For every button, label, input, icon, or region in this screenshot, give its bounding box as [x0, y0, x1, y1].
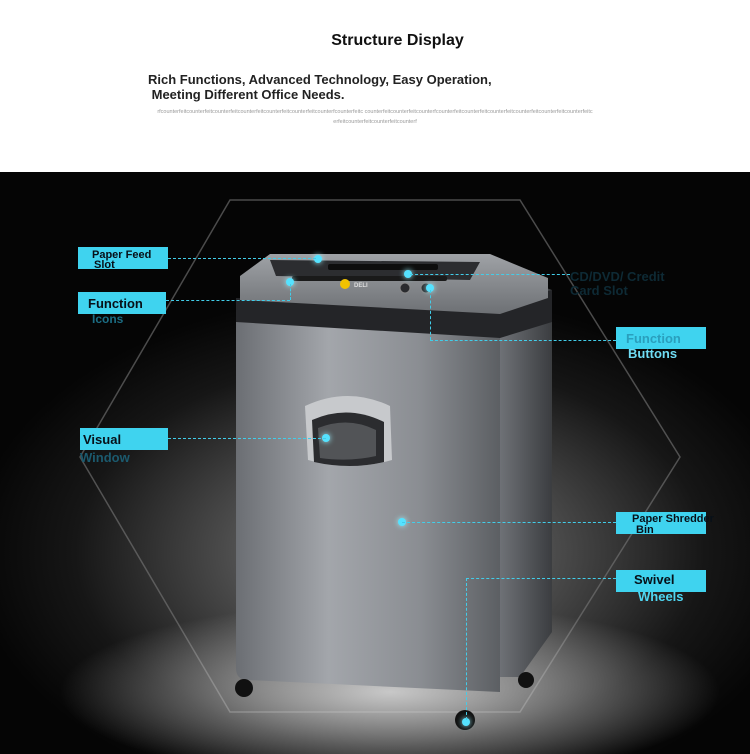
label-bin-line2: Bin [636, 524, 654, 536]
brand-logo: DELI [354, 283, 368, 289]
tagline: Rich Functions, Advanced Technology, Eas… [148, 72, 492, 102]
label-function-buttons-line1: Function [626, 331, 681, 346]
label-function-icons: Function [78, 292, 166, 314]
label-paper-shredder-bin: Paper Shredder Bin [616, 512, 714, 536]
label-function-icons-line2: Icons [92, 312, 124, 326]
header-section: Structure Display Rich Functions, Advanc… [0, 0, 750, 172]
leader-bin [402, 522, 616, 523]
background-hexagon: DELI [60, 199, 720, 754]
shredder-body [236, 320, 500, 692]
label-visual-window-line2: Window [80, 450, 130, 465]
label-paper-feed-line2: Slot [94, 259, 115, 271]
leader-wheels [466, 578, 616, 579]
hotspot-visual-window [322, 434, 330, 442]
label-bin-line1: Paper Shredder [632, 513, 714, 525]
hotspot-function-buttons [426, 284, 434, 292]
label-swivel-line1: Swivel [634, 572, 675, 587]
leader-function-icons-v [290, 284, 291, 300]
label-card-slot: CD/DVD/ Credit Card Slot [570, 270, 665, 298]
hotspot-card-slot [404, 270, 412, 278]
label-visual-window: Visual [80, 428, 168, 450]
watermark-text: rfcounterfeitcounterfeitcounterfeitcount… [157, 109, 593, 125]
product-scene: DELI Paper Feed Slot Function Icons CD/D… [0, 172, 750, 754]
label-paper-feed-line1: Paper Feed [92, 249, 152, 261]
hotspot-wheels [462, 718, 470, 726]
hotspot-paper-feed [314, 255, 322, 263]
label-paper-feed-slot: Paper Feed Slot [78, 247, 168, 271]
label-swivel-line2: Wheels [638, 589, 684, 604]
leader-paper-feed [168, 258, 316, 259]
leader-wheels-v [466, 578, 467, 720]
label-card-slot-line2: Card Slot [570, 283, 628, 298]
label-function-icons-line1: Function [88, 296, 143, 311]
label-swivel-wheels: Swivel [616, 570, 706, 592]
label-function-buttons: Function [616, 327, 706, 349]
leader-function-buttons-v [430, 290, 431, 340]
hotspot-function-icons [286, 278, 294, 286]
leader-function-icons [166, 300, 290, 301]
leader-visual-window [168, 438, 326, 439]
label-card-slot-line1: CD/DVD/ Credit [570, 269, 665, 284]
leader-card-slot [410, 274, 570, 275]
label-visual-window-line1: Visual [83, 432, 122, 447]
label-function-buttons-line2: Buttons [628, 346, 678, 361]
page-title: Structure Display [331, 32, 464, 49]
leader-function-buttons [430, 340, 616, 341]
